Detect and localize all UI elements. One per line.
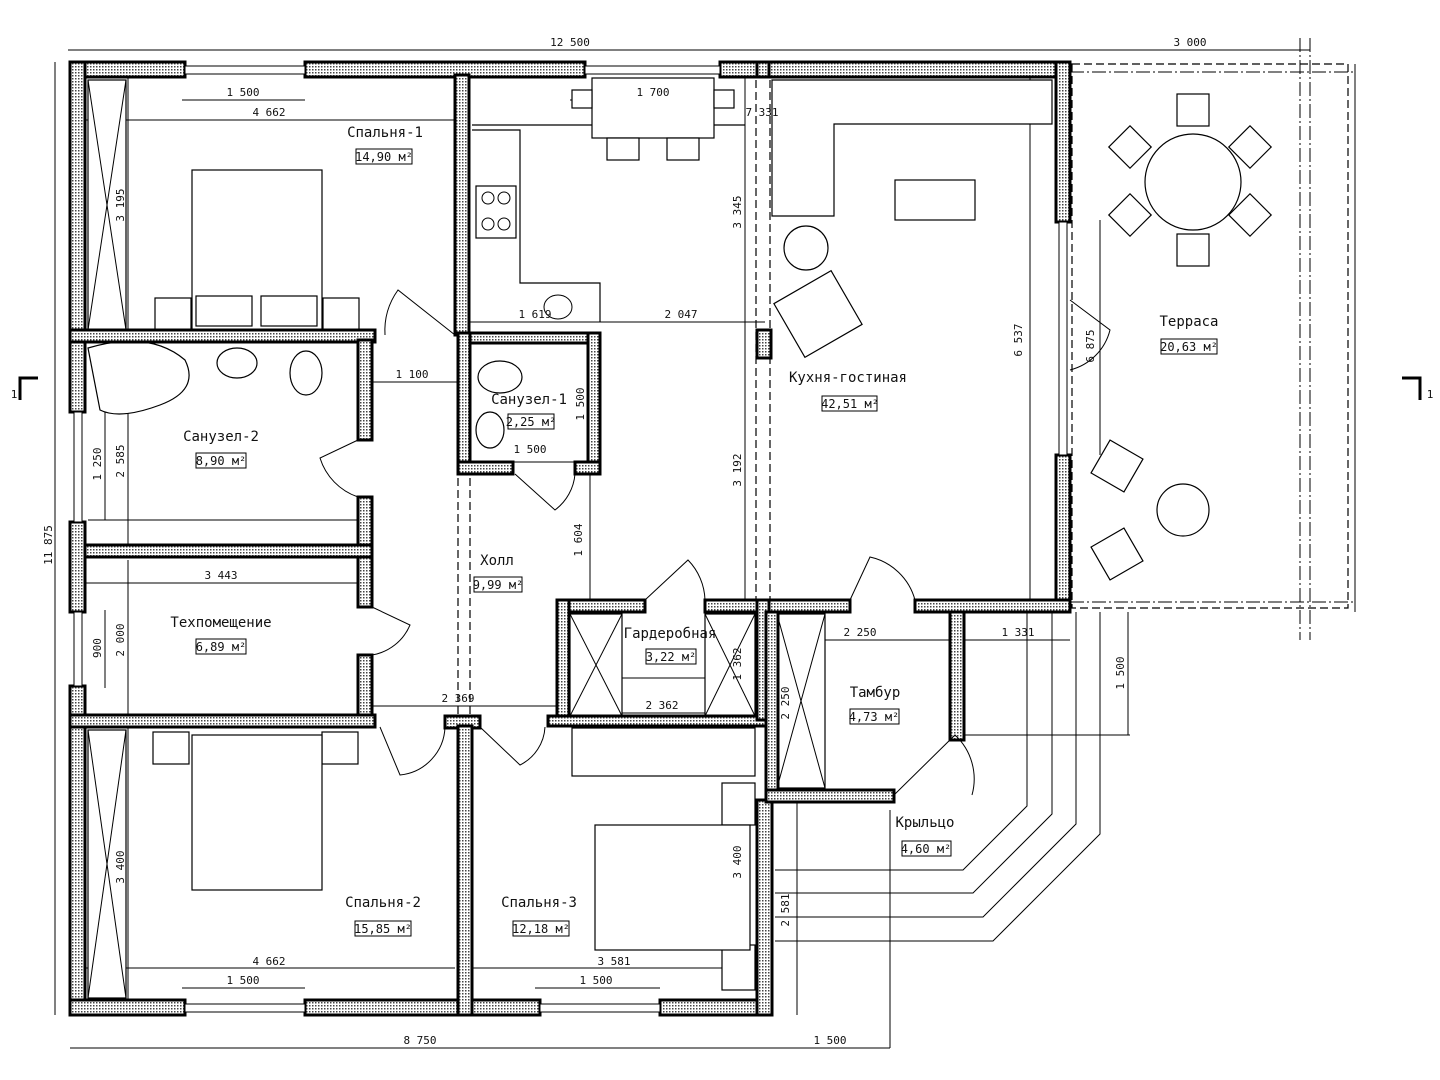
room-name: Спальня-2 bbox=[345, 895, 421, 911]
dimension-label: 4 662 bbox=[252, 106, 285, 119]
dimension-label: 1 500 bbox=[579, 974, 612, 987]
room-area: 42,51 м² bbox=[821, 397, 879, 411]
room-area: 14,90 м² bbox=[355, 150, 413, 164]
room-area: 9,99 м² bbox=[473, 578, 524, 592]
room-labels: Спальня-1 14,90 м² Санузел-2 8,90 м² Тех… bbox=[170, 125, 1219, 937]
dimension-label: 1 100 bbox=[395, 368, 428, 381]
bed bbox=[594, 824, 751, 951]
dimension-label: 3 400 bbox=[114, 850, 127, 883]
terrace-table bbox=[1144, 133, 1242, 231]
bed bbox=[191, 734, 323, 891]
dimension-label: 900 bbox=[91, 638, 104, 658]
dimension-label: 7 331 bbox=[745, 106, 778, 119]
porch-steps bbox=[775, 612, 1101, 1048]
dimension-label: 2 047 bbox=[664, 308, 697, 321]
room-name: Санузел-1 bbox=[491, 392, 567, 408]
room-name: Тамбур bbox=[850, 685, 901, 701]
dimension-label: 1 500 bbox=[226, 974, 259, 987]
dimension-label: 1 500 bbox=[813, 1034, 846, 1047]
dimension-label: 1 250 bbox=[91, 447, 104, 480]
room-name: Терраса bbox=[1159, 314, 1218, 330]
doors bbox=[319, 289, 1111, 796]
section-mark-right: 1 bbox=[1427, 388, 1434, 401]
dimension-label: 3 400 bbox=[731, 845, 744, 878]
room-area: 6,89 м² bbox=[196, 640, 247, 654]
dimension-label: 2 369 bbox=[441, 692, 474, 705]
room-area: 20,63 м² bbox=[1160, 340, 1218, 354]
dimension-label: 6 875 bbox=[1084, 329, 1097, 362]
dimension-label: 3 581 bbox=[597, 955, 630, 968]
dimension-label: 2 362 bbox=[645, 699, 678, 712]
dimension-label: 8 750 bbox=[403, 1034, 436, 1047]
dimension-label: 3 345 bbox=[731, 195, 744, 228]
room-area: 12,18 м² bbox=[512, 922, 570, 936]
dimension-label: 3 443 bbox=[204, 569, 237, 582]
section-marks: 1 1 bbox=[11, 376, 1434, 401]
dimension-label: 2 581 bbox=[779, 893, 792, 926]
room-name: Спальня-1 bbox=[347, 125, 423, 141]
dimension-label: 1 331 bbox=[1001, 626, 1034, 639]
dimension-label: 2 000 bbox=[114, 623, 127, 656]
dimension-label: 3 192 bbox=[731, 453, 744, 486]
room-name: Санузел-2 bbox=[183, 429, 259, 445]
dimension-label: 12 500 bbox=[550, 36, 590, 49]
dimension-label: 3 000 bbox=[1173, 36, 1206, 49]
room-name: Гардеробная bbox=[624, 626, 717, 642]
room-area: 8,90 м² bbox=[196, 454, 247, 468]
dimension-label: 1 604 bbox=[572, 523, 585, 556]
dimension-label: 1 700 bbox=[636, 86, 669, 99]
dimension-label: 2 585 bbox=[114, 444, 127, 477]
room-area: 4,60 м² bbox=[901, 842, 952, 856]
dimension-label: 2 250 bbox=[779, 686, 792, 719]
dimension-label: 2 250 bbox=[843, 626, 876, 639]
dimension-label: 11 875 bbox=[42, 525, 55, 565]
room-area: 4,73 м² bbox=[849, 710, 900, 724]
room-area: 2,25 м² bbox=[506, 415, 557, 429]
room-name: Спальня-3 bbox=[501, 895, 577, 911]
dimension-label: 1 500 bbox=[513, 443, 546, 456]
terrace bbox=[1070, 38, 1356, 640]
furniture bbox=[87, 77, 1053, 999]
room-name: Кухня-гостиная bbox=[789, 370, 907, 386]
dimension-label: 1 500 bbox=[226, 86, 259, 99]
dimension-lines bbox=[54, 49, 1310, 1049]
dimension-labels: 12 500 3 000 1 500 4 662 1 700 7 331 3 1… bbox=[42, 36, 1207, 1047]
room-name: Холл bbox=[480, 553, 514, 569]
room-name: Техпомещение bbox=[170, 615, 271, 631]
section-mark-left: 1 bbox=[11, 388, 18, 401]
room-area: 3,22 м² bbox=[646, 650, 697, 664]
dimension-label: 4 662 bbox=[252, 955, 285, 968]
dimension-label: 1 500 bbox=[1114, 656, 1127, 689]
windows bbox=[73, 65, 1068, 1013]
room-area: 15,85 м² bbox=[354, 922, 412, 936]
dimension-label: 1 362 bbox=[731, 647, 744, 680]
dimension-label: 3 195 bbox=[114, 188, 127, 221]
dimension-label: 1 619 bbox=[518, 308, 551, 321]
dimension-label: 1 500 bbox=[574, 387, 587, 420]
dimension-label: 6 537 bbox=[1012, 323, 1025, 356]
room-name: Крыльцо bbox=[895, 815, 954, 831]
